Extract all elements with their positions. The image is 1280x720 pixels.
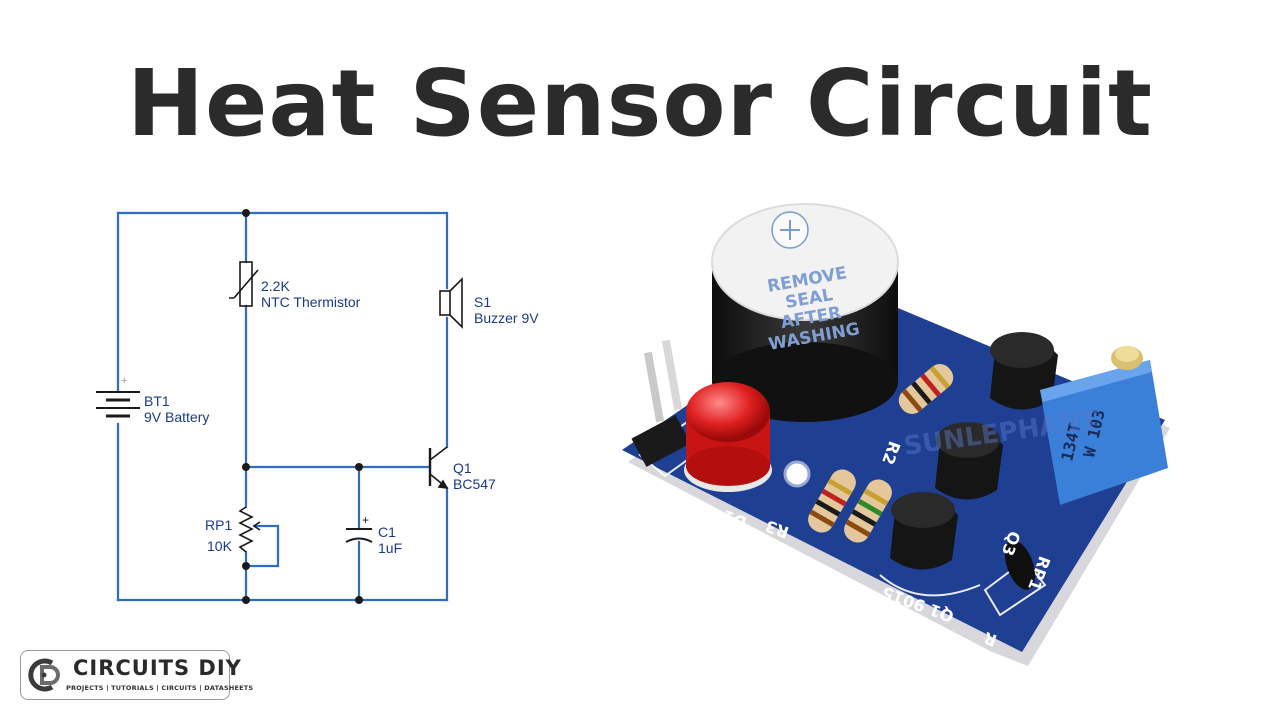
buzzer-symbol [439,277,463,329]
thermistor-name: NTC Thermistor [261,294,361,310]
transistor-ref: Q1 [453,460,472,476]
pot-ref: RP1 [205,517,232,533]
battery-name: 9V Battery [144,409,209,425]
transistor-bottom [890,492,958,570]
battery-plus: + [121,375,127,387]
resistor-r3 [808,469,856,533]
buzzer-name: Buzzer 9V [474,310,539,326]
mounting-hole [783,460,811,488]
thermistor-value: 2.2K [261,278,290,294]
capacitor-symbol [345,528,373,543]
potentiometer-symbol [238,506,261,553]
junction-dot [242,209,250,217]
cd-logo-icon [28,658,60,692]
junction-dot [242,562,250,570]
trimmer-pot [1040,346,1168,505]
transistor-symbol [428,446,449,489]
battery-ref: BT1 [144,393,170,409]
circuits-diy-logo[interactable]: CIRCUITS DIY PROJECTS | TUTORIALS | CIRC… [20,650,253,700]
junction-dot [242,596,250,604]
thermistor-symbol [229,261,259,307]
resistor-r1 [844,479,892,543]
cap-plus: + [362,513,369,527]
thermistor-bead [1004,540,1036,590]
silk-r: R [981,628,999,650]
header-pins [631,339,691,467]
cap-ref: C1 [378,524,396,540]
silk-plus: + [628,473,646,498]
junction-dot [355,463,363,471]
buzzer-ref: S1 [474,294,491,310]
battery-symbol [96,391,140,418]
red-led [684,382,772,492]
junction-dot [242,463,250,471]
transistor-middle [935,422,1003,500]
logo-name: CIRCUITS DIY [73,656,242,680]
junction-dot [355,596,363,604]
pot-wiper-loop [244,524,280,568]
resistor-r2 [898,364,954,414]
pot-value: 10K [207,538,233,554]
logo-tagline: PROJECTS | TUTORIALS | CIRCUITS | DATASH… [66,684,254,692]
transistor-name: BC547 [453,476,496,492]
page-title: Heat Sensor Circuit [127,50,1153,157]
cap-value: 1uF [378,540,402,556]
